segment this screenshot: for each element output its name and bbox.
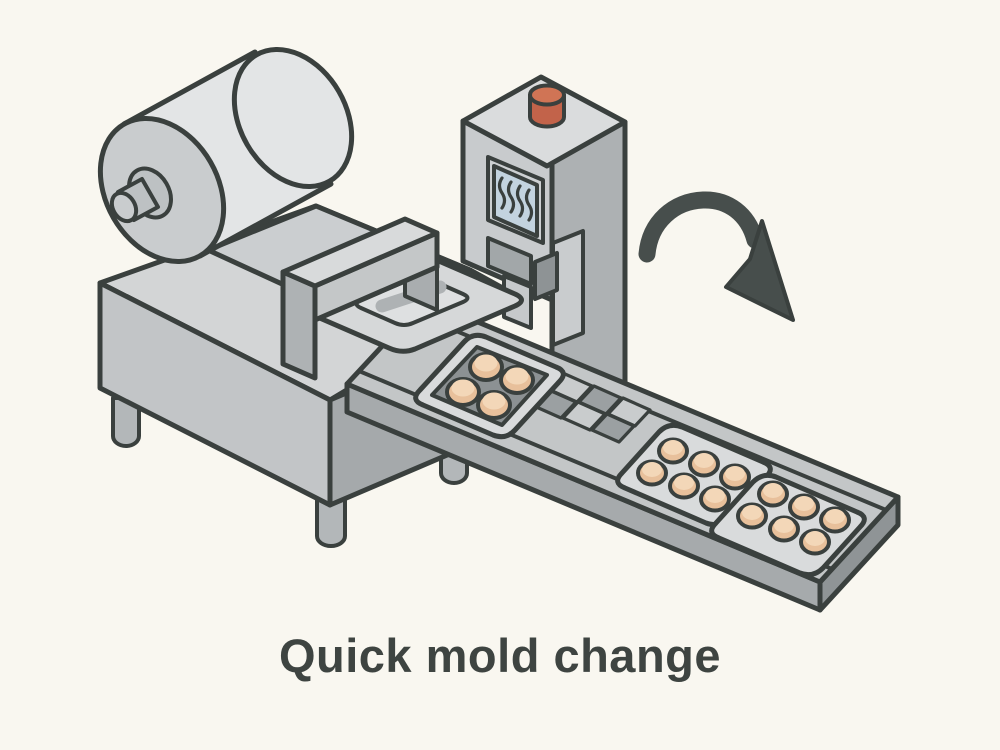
- blister-tray: [615, 422, 773, 528]
- red-button: [528, 83, 566, 129]
- beam-top-face: [280, 216, 440, 289]
- press-tower: [460, 74, 628, 441]
- machine-leg: [111, 396, 141, 448]
- caption: Quick mold change: [278, 629, 722, 682]
- product-items: [736, 480, 851, 556]
- screen-panel: [492, 164, 539, 238]
- roll-hub-tip: [109, 190, 139, 224]
- product-items: [445, 352, 535, 420]
- arrow-head: [724, 219, 795, 322]
- blister-tray-forming: [413, 332, 566, 440]
- conveyor: [344, 297, 901, 613]
- tower-column: [551, 229, 585, 347]
- beam-leg: [280, 269, 318, 381]
- control-screen: [486, 155, 545, 245]
- tower-notch-shadow: [533, 251, 559, 301]
- arrow-shaft: [638, 191, 764, 263]
- blister-tray: [709, 472, 867, 578]
- machine-leg: [315, 494, 347, 548]
- roll-back-cap: [231, 46, 355, 190]
- red-button-top: [528, 83, 566, 107]
- product-items: [636, 437, 751, 513]
- segment-tiles: [532, 372, 652, 444]
- heat-waves-icon: [497, 176, 534, 222]
- clamp-beam: [280, 216, 440, 381]
- film-roll: [97, 46, 355, 265]
- tray-plate: [615, 422, 773, 528]
- press-ram: [486, 236, 533, 286]
- curved-arrow-icon: [638, 191, 795, 322]
